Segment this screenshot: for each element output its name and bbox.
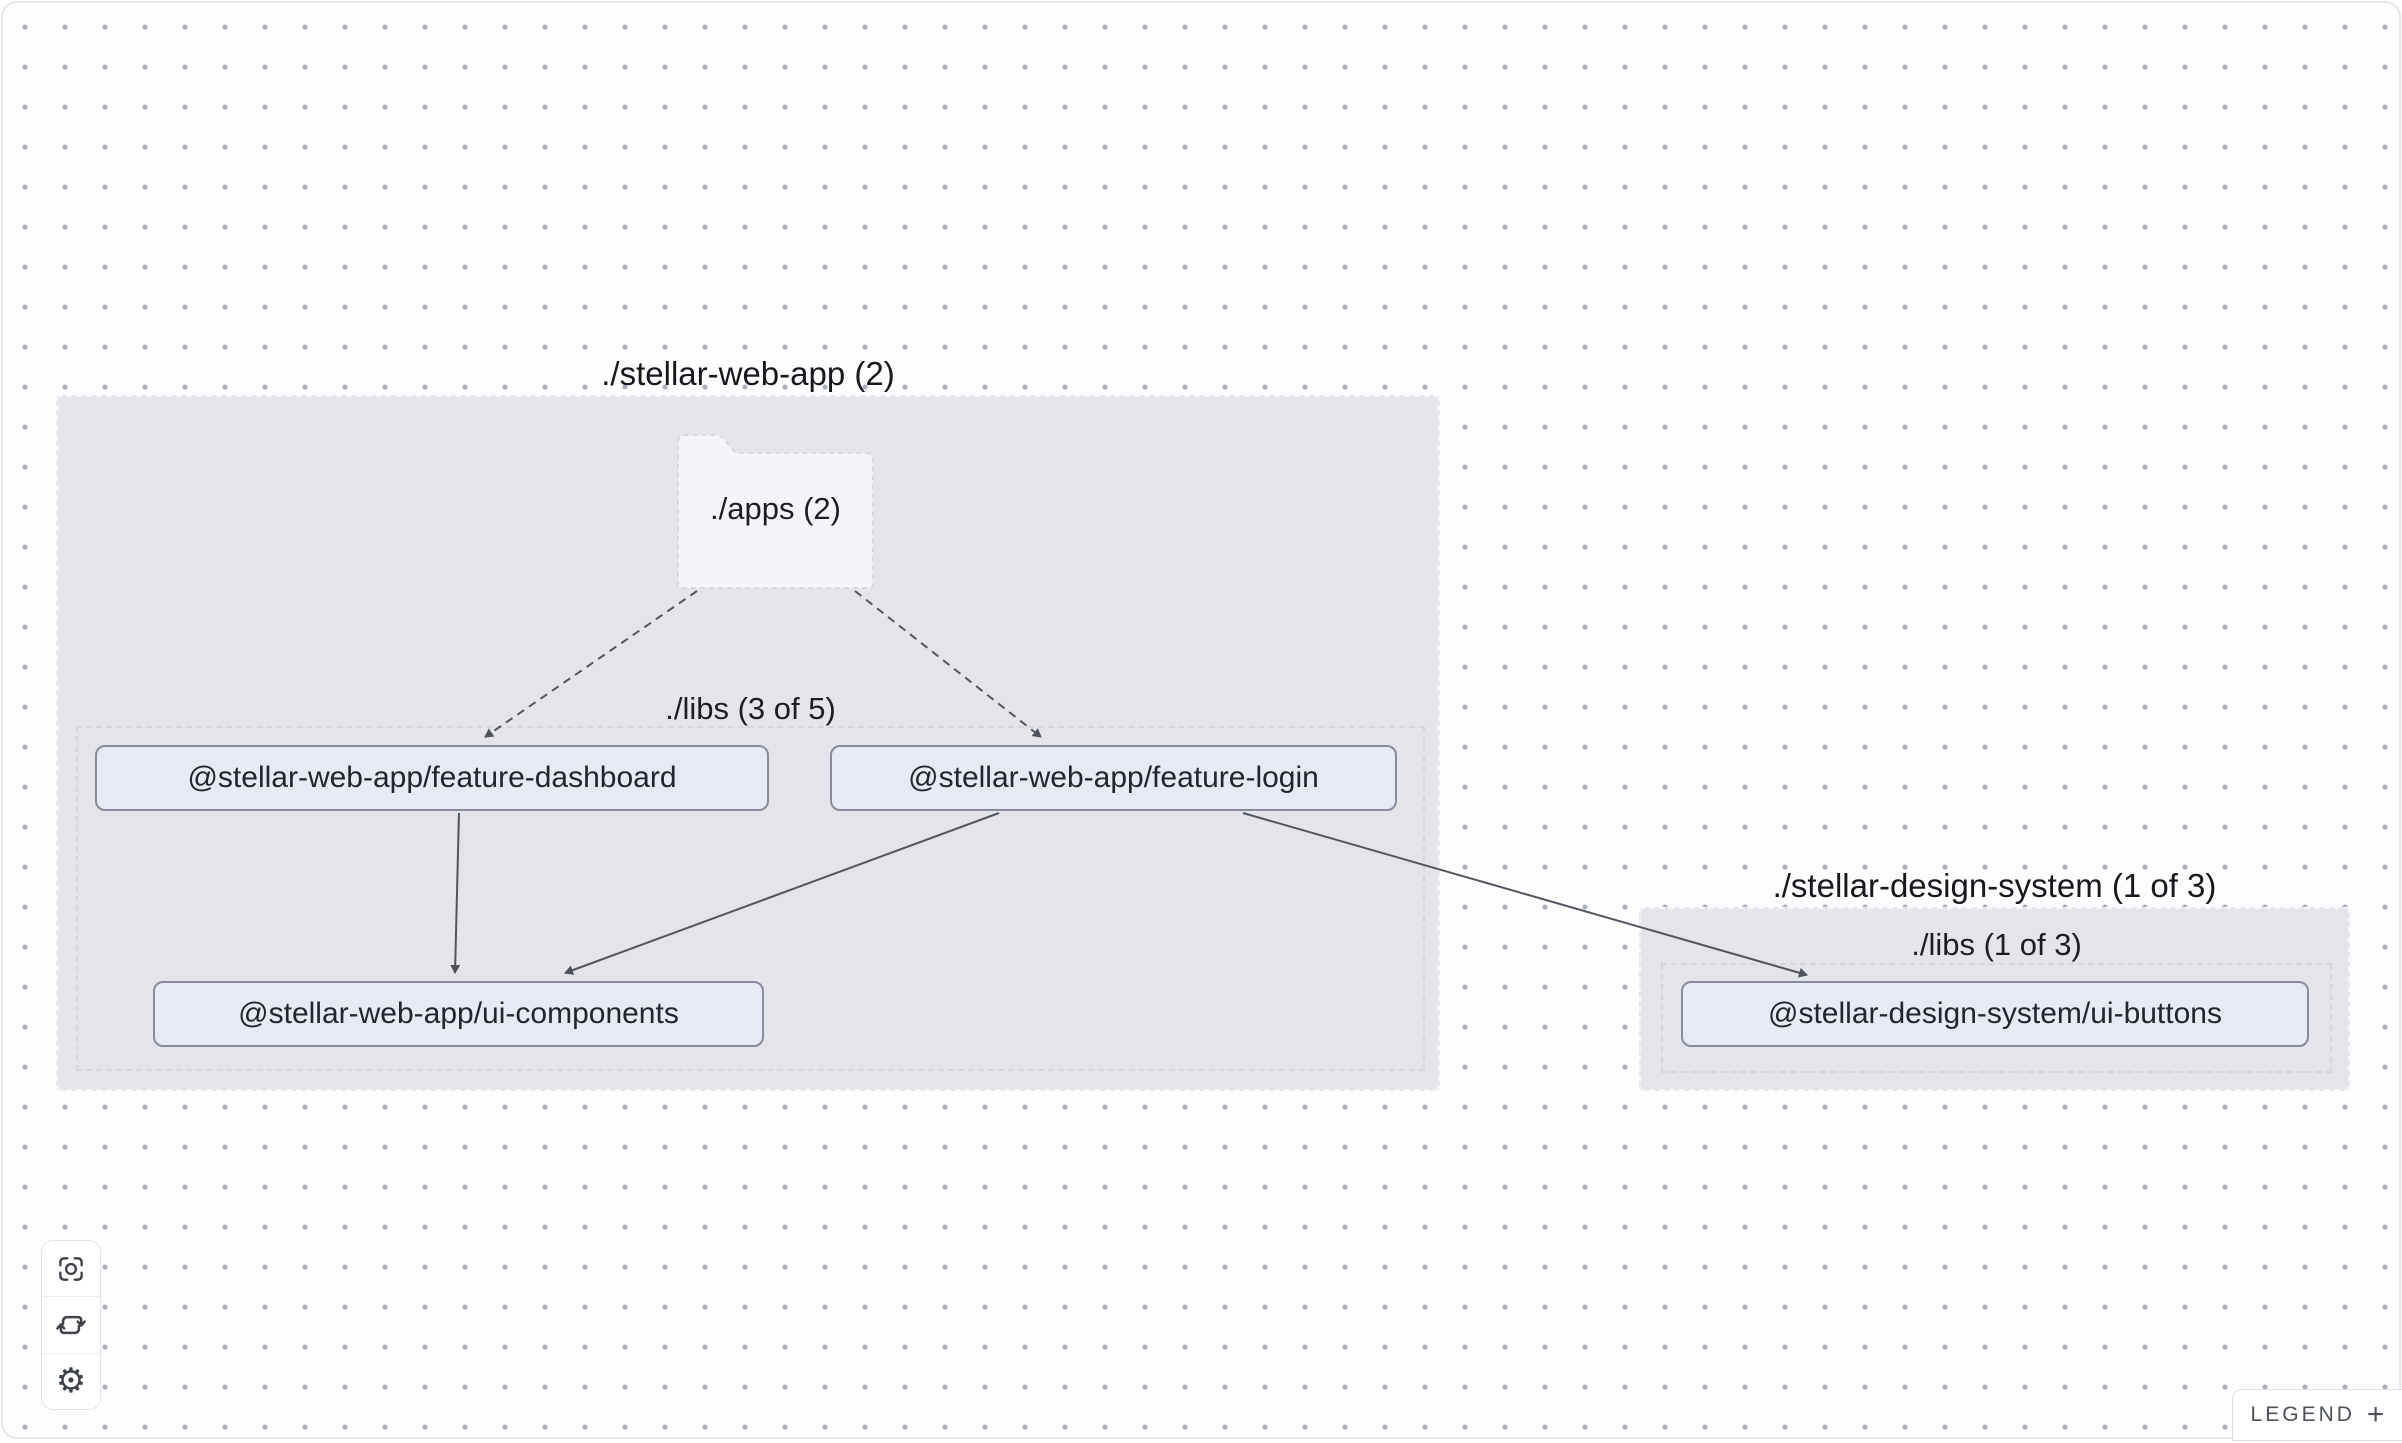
subgroup-design-libs (1661, 963, 2332, 1073)
refresh-icon (56, 1315, 86, 1335)
gear-icon: ⚙ (55, 1361, 87, 1402)
edge-apps-to-feature-dashboard[interactable] (484, 590, 698, 738)
legend-label: LEGEND (2250, 1403, 2355, 1426)
subgroup-label-design-libs: ./libs (1 of 3) (1911, 927, 2082, 962)
subgroup-webapp-libs (76, 726, 1425, 1071)
focus-icon (59, 1256, 83, 1281)
edge-feature-login-to-ui-components[interactable] (564, 812, 1000, 975)
legend-toggle[interactable]: LEGEND + (2232, 1389, 2402, 1441)
settings-button[interactable]: ⚙ (42, 1352, 100, 1409)
subgroup-label-webapp-libs: ./libs (3 of 5) (665, 691, 836, 726)
edge-apps-to-feature-login[interactable] (854, 590, 1042, 738)
node-ui-components-label: @stellar-web-app/ui-components (238, 997, 679, 1030)
group-title-stellar-web-app: ./stellar-web-app (2) (601, 355, 895, 392)
canvas-toolbar: ⚙ (41, 1240, 101, 1410)
group-title-stellar-design-system: ./stellar-design-system (1 of 3) (1772, 867, 2217, 904)
node-ui-buttons-label: @stellar-design-system/ui-buttons (1768, 997, 2222, 1030)
edges-layer (450, 590, 1808, 978)
edge-feature-dashboard-to-ui-components[interactable] (450, 812, 461, 974)
node-feature-login-label: @stellar-web-app/feature-login (908, 761, 1319, 794)
folder-shape (677, 434, 874, 589)
plus-icon: + (2366, 1398, 2385, 1431)
node-ui-components[interactable]: @stellar-web-app/ui-components (153, 981, 764, 1047)
node-feature-dashboard-label: @stellar-web-app/feature-dashboard (187, 761, 677, 794)
refresh-button[interactable] (42, 1296, 100, 1353)
folder-node-apps[interactable] (673, 431, 878, 593)
node-feature-dashboard[interactable]: @stellar-web-app/feature-dashboard (95, 745, 769, 811)
edge-feature-login-to-ui-buttons[interactable] (1242, 812, 1808, 978)
node-ui-buttons[interactable]: @stellar-design-system/ui-buttons (1681, 981, 2309, 1047)
folder-node-apps-label: ./apps (2) (710, 491, 841, 526)
focus-button[interactable] (42, 1241, 100, 1297)
node-feature-login[interactable]: @stellar-web-app/feature-login (830, 745, 1397, 811)
